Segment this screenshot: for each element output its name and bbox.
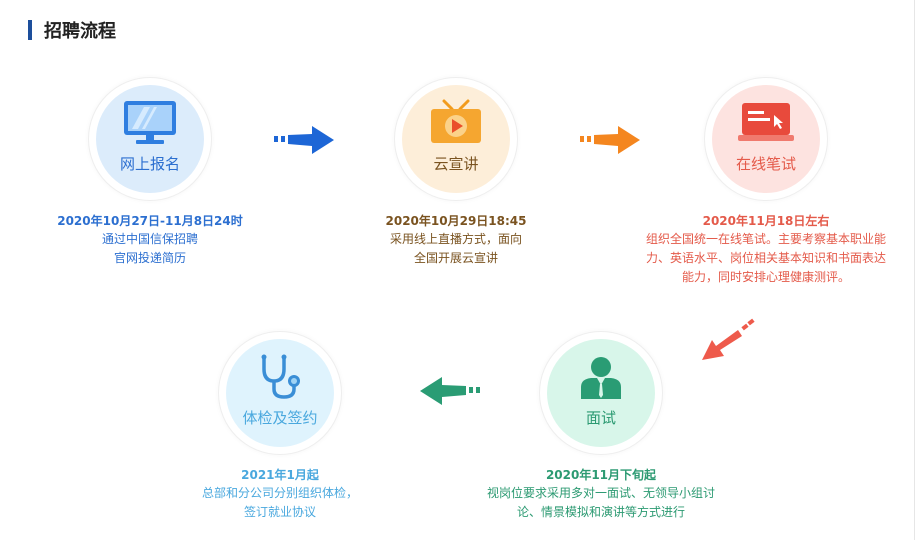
laptop-icon bbox=[738, 103, 794, 141]
step-date: 2020年11月下旬起 bbox=[545, 468, 657, 482]
step-circle: 云宣讲 bbox=[395, 78, 517, 200]
title-accent-bar bbox=[28, 20, 32, 40]
stethoscope-icon bbox=[261, 354, 300, 399]
step-description: 通过中国信保招聘 官网投递简历 bbox=[101, 232, 198, 265]
tv-play-icon bbox=[431, 99, 481, 143]
step-description: 视岗位要求采用多对一面试、无领导小组讨 论、情景模拟和演讲等方式进行 bbox=[486, 486, 715, 519]
step-online-exam: 在线笔试 2020年11月18日左右 组织全国统一在线笔试。主要考察基本职业能 … bbox=[641, 78, 891, 287]
step-label: 云宣讲 bbox=[433, 155, 479, 173]
step-interview: 面试 2020年11月下旬起 视岗位要求采用多对一面试、无领导小组讨 论、情景模… bbox=[481, 332, 721, 522]
step-circle: 体检及签约 bbox=[219, 332, 341, 454]
step-label: 面试 bbox=[585, 409, 616, 427]
step-date: 2020年10月29日18:45 bbox=[385, 214, 527, 228]
step-label: 网上报名 bbox=[119, 155, 180, 173]
arrow-right-icon bbox=[274, 126, 334, 154]
step-description: 组织全国统一在线笔试。主要考察基本职业能 力、英语水平、岗位相关基本知识和书面表… bbox=[645, 232, 886, 284]
person-icon bbox=[581, 357, 621, 399]
step-online-presentation: 云宣讲 2020年10月29日18:45 采用线上直播方式，面向 全国开展云宣讲 bbox=[336, 78, 576, 268]
step-online-registration: 网上报名 2020年10月27日-11月8日24时 通过中国信保招聘 官网投递简… bbox=[30, 78, 270, 268]
step-medical-check-signing: 体检及签约 2021年1月起 总部和分公司分别组织体检， 签订就业协议 bbox=[160, 332, 400, 522]
step-description: 采用线上直播方式，面向 全国开展云宣讲 bbox=[389, 232, 522, 265]
step-date: 2020年10月27日-11月8日24时 bbox=[57, 214, 243, 228]
step-circle: 网上报名 bbox=[89, 78, 211, 200]
monitor-icon bbox=[124, 101, 176, 144]
arrow-right-icon bbox=[580, 126, 640, 154]
arrow-left-icon bbox=[420, 377, 480, 405]
step-circle: 面试 bbox=[540, 332, 662, 454]
step-label: 体检及签约 bbox=[242, 409, 318, 427]
page-title: 招聘流程 bbox=[44, 21, 116, 42]
step-date: 2021年1月起 bbox=[241, 468, 319, 482]
step-circle: 在线笔试 bbox=[705, 78, 827, 200]
arrow-down-left-icon bbox=[702, 318, 755, 360]
step-label: 在线笔试 bbox=[735, 155, 796, 173]
step-description: 总部和分公司分别组织体检， 签订就业协议 bbox=[201, 486, 358, 519]
step-date: 2020年11月18日左右 bbox=[702, 214, 830, 228]
